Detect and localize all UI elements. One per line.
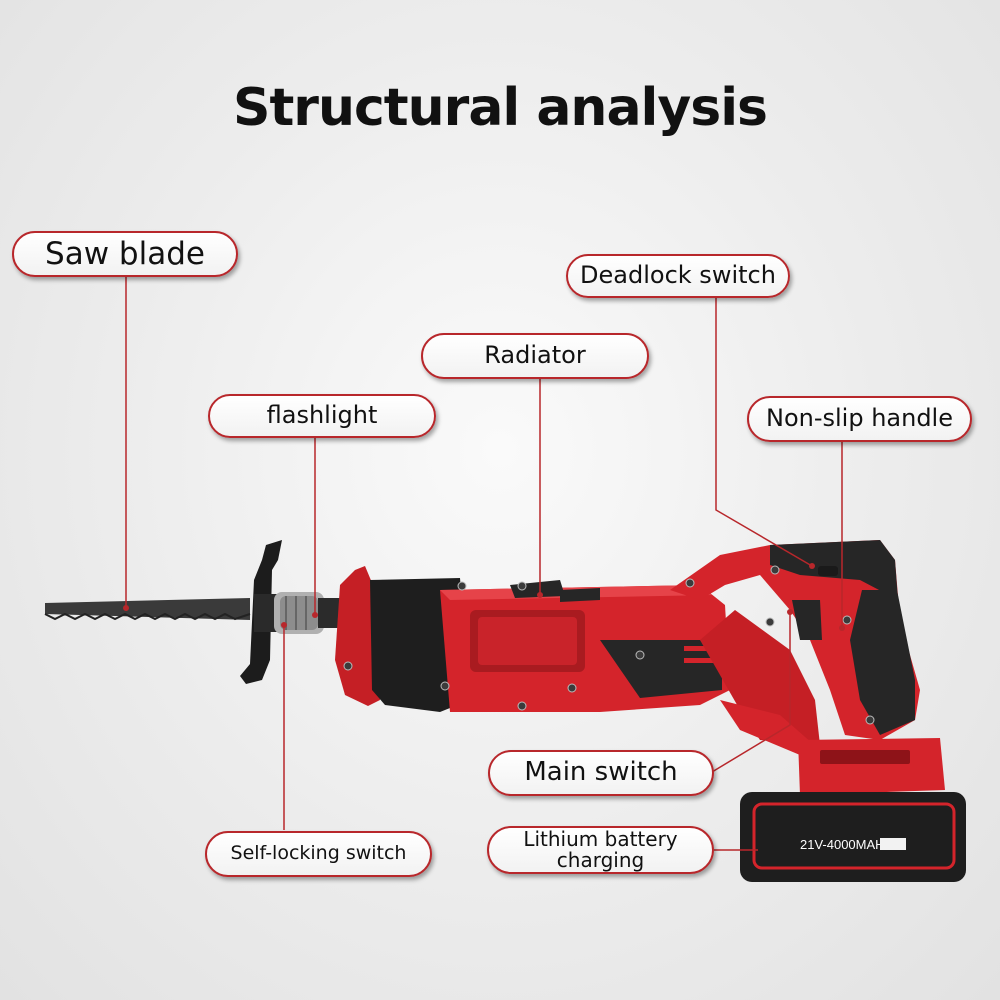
label-non-slip-handle: Non-slip handle bbox=[747, 396, 972, 442]
saw-blade-illustration bbox=[44, 598, 251, 621]
label-radiator: Radiator bbox=[421, 333, 649, 379]
leader-dots bbox=[123, 563, 845, 631]
label-self-locking-switch: Self-locking switch bbox=[205, 831, 432, 877]
main-body-illustration bbox=[440, 580, 730, 712]
label-lithium-battery-charging: Lithium battery charging bbox=[487, 826, 714, 874]
leader-lines bbox=[125, 275, 843, 851]
label-lithium-battery-line1: Lithium battery bbox=[523, 827, 678, 851]
leader-deadlock-switch bbox=[715, 296, 813, 567]
screws-illustration bbox=[343, 565, 875, 725]
handle-illustration bbox=[670, 540, 920, 755]
page-title: Structural analysis bbox=[233, 78, 768, 138]
label-saw-blade: Saw blade bbox=[12, 231, 238, 277]
label-main-switch: Main switch bbox=[488, 750, 714, 796]
label-deadlock-switch: Deadlock switch bbox=[566, 254, 790, 298]
label-lithium-battery-line2: charging bbox=[556, 848, 645, 872]
leader-main-switch bbox=[711, 612, 791, 773]
chuck-illustration bbox=[274, 592, 344, 634]
battery-label-text: 21V-4000MAH bbox=[800, 837, 885, 852]
label-flashlight: flashlight bbox=[208, 394, 436, 438]
battery-illustration: 21V-4000MAH bbox=[740, 738, 966, 882]
